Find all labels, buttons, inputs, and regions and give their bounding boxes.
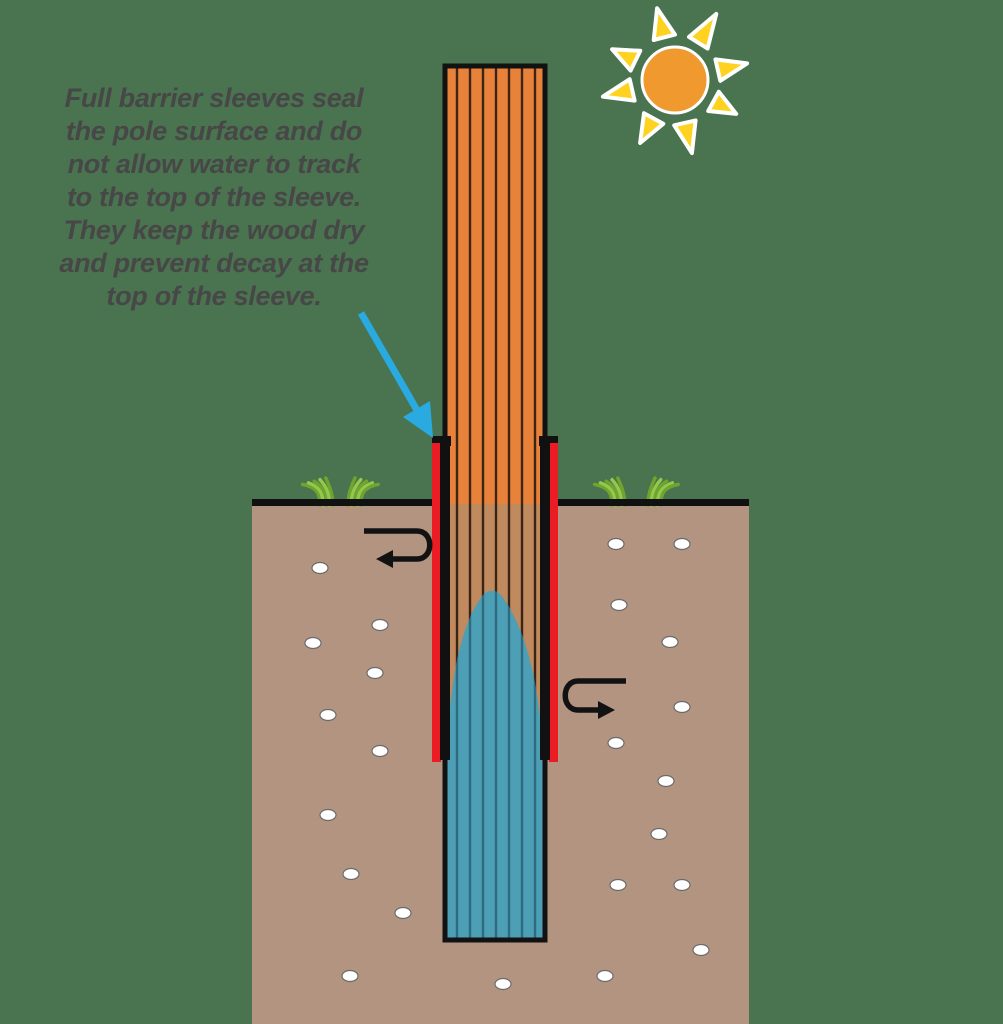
pebble (661, 635, 679, 649)
sleeve-black-layer-right (540, 436, 550, 760)
sleeve-black-layer-left (440, 436, 450, 760)
sun-rays (600, 6, 750, 156)
ground-line-right (555, 499, 749, 506)
annotation-text: Full barrier sleeves seal the pole surfa… (18, 82, 410, 313)
annotation-line: the pole surface and do (65, 116, 363, 146)
sun-ray (610, 47, 643, 73)
pebble (596, 969, 614, 983)
pebble (607, 537, 625, 551)
sleeve-red-layer-left (432, 443, 441, 762)
pebble (610, 598, 628, 612)
sleeve-red-layer-right (549, 443, 558, 762)
annotation-arrow-icon (357, 311, 433, 438)
ground-line-left (252, 499, 436, 506)
pebble (342, 867, 360, 881)
annotation-line: top of the sleeve. (106, 281, 322, 311)
sun-ray (672, 118, 698, 156)
pebble (609, 878, 627, 892)
pebble (607, 736, 625, 750)
water-deflection-arrow-right-icon (562, 678, 626, 719)
pebble (394, 906, 412, 920)
water-arrow-right-head (598, 701, 615, 719)
pebble (650, 827, 668, 841)
annotation-line: They keep the wood dry (63, 215, 365, 245)
pebble (341, 969, 359, 983)
pebble (371, 744, 389, 758)
sun-ray (600, 77, 637, 103)
water-arrow-left-head (376, 550, 393, 568)
annotation-arrow-head (403, 401, 433, 438)
wet-wood-grain-lines (455, 590, 537, 938)
annotation-line: and prevent decay at the (59, 248, 369, 278)
annotation-line: to the top of the sleeve. (66, 182, 362, 212)
pebble (692, 943, 710, 957)
pebble (304, 636, 322, 650)
annotation-line: Full barrier sleeves seal (64, 83, 364, 113)
pebble (494, 977, 512, 991)
annotation-arrow-shaft (357, 311, 422, 414)
pebble (657, 774, 675, 788)
utility-pole (442, 63, 548, 943)
sun-ray (651, 6, 677, 42)
pebble (371, 618, 389, 632)
barrier-sleeve-left (432, 436, 451, 762)
sun-ray (706, 89, 739, 116)
pebble (311, 561, 329, 575)
barrier-sleeve-right (539, 436, 558, 762)
sun-ray (713, 57, 750, 83)
pebble (366, 666, 384, 680)
sun-disc (640, 45, 710, 115)
sun-ray (687, 11, 719, 51)
sun-ray (638, 111, 666, 145)
annotation-line: not allow water to track (67, 149, 361, 179)
pebble (673, 700, 691, 714)
water-deflection-arrow-left-icon (364, 528, 433, 568)
soil-pebbles (304, 537, 710, 991)
pebble (319, 708, 337, 722)
water-arrow-left-path (364, 528, 433, 562)
water-arrow-right-path (562, 678, 626, 713)
pebble (673, 878, 691, 892)
pebble (319, 808, 337, 822)
sun-icon (600, 6, 750, 156)
pebble (673, 537, 691, 551)
